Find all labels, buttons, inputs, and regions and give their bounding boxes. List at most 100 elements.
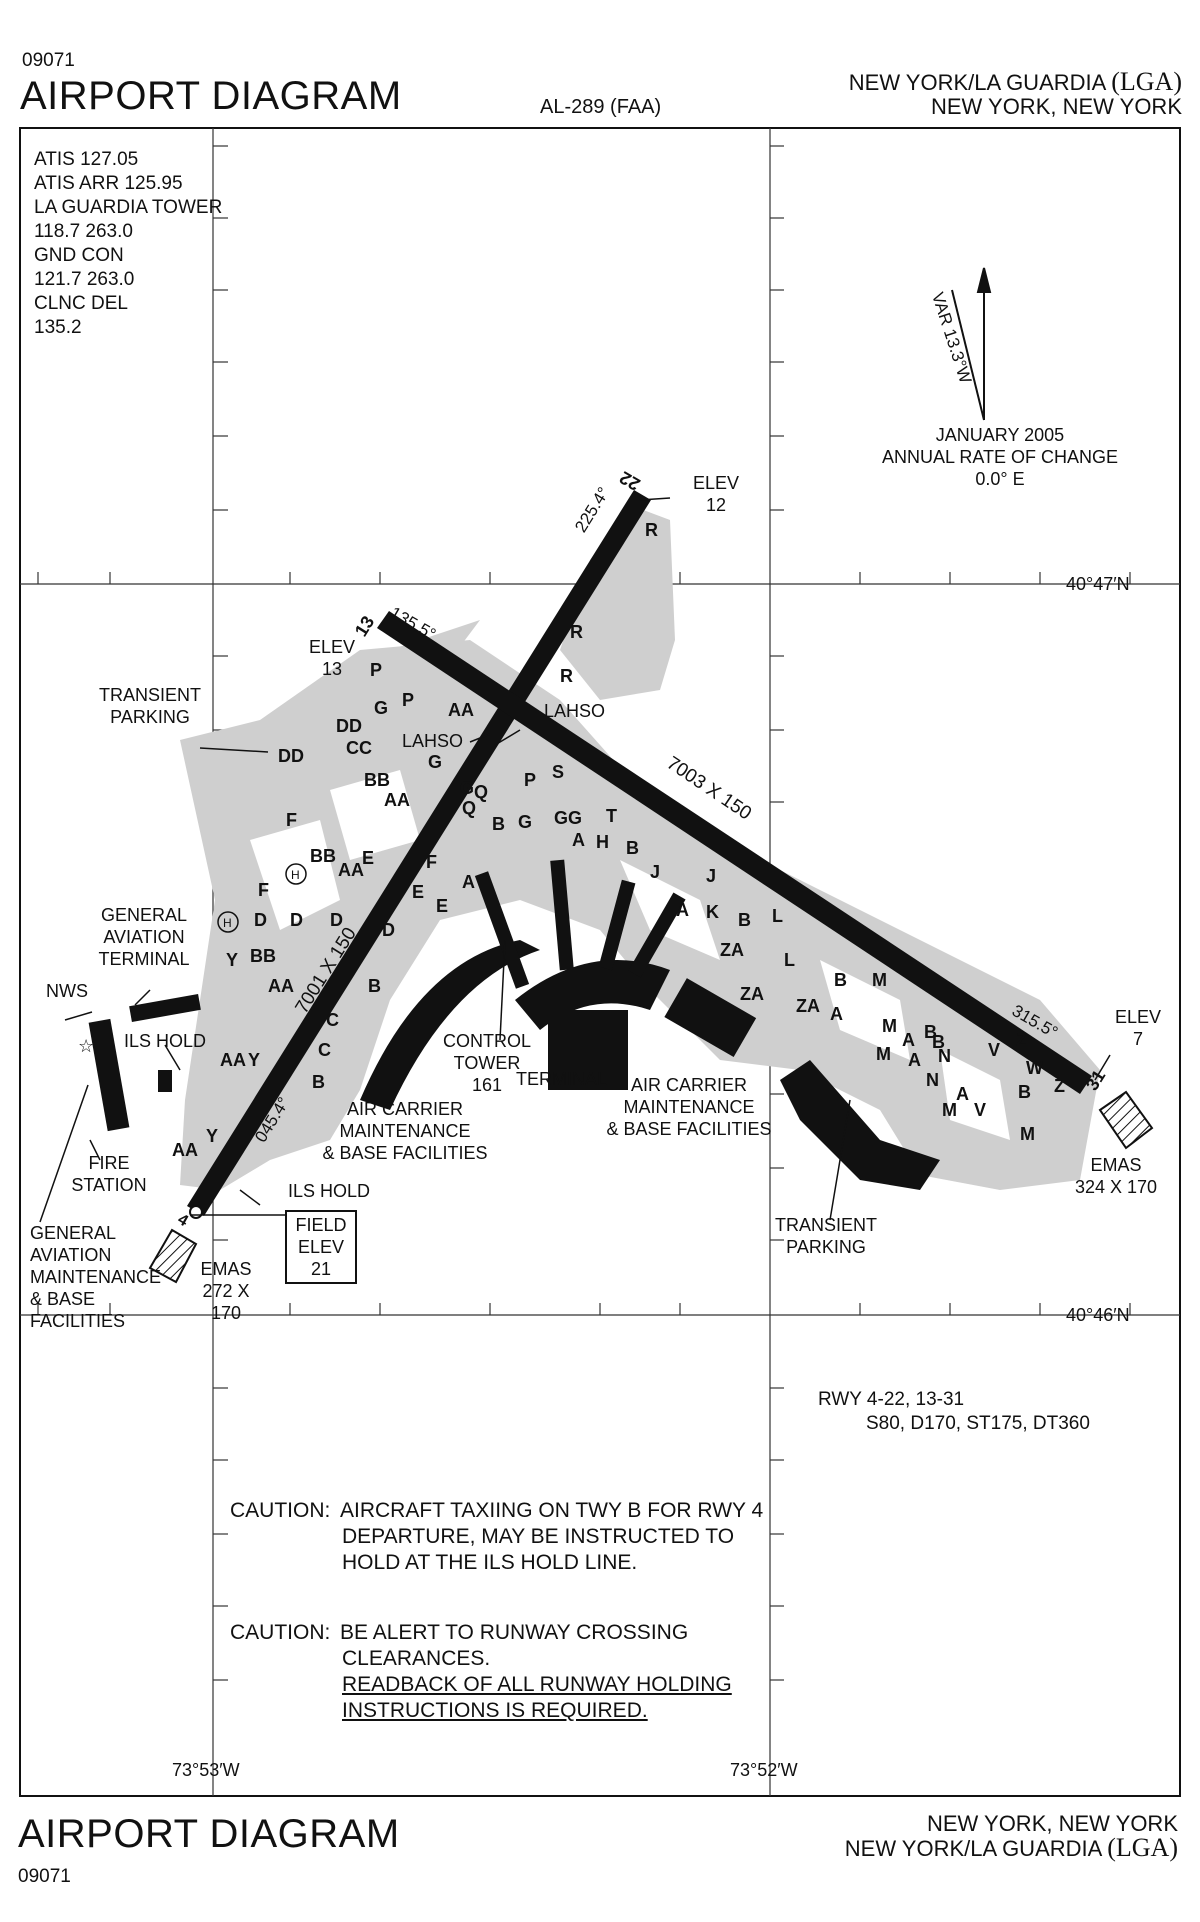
footer-city: NEW YORK, NEW YORK [926,1811,1178,1836]
runway-strength-info: RWY 4-22, 13-31 S80, D170, ST175, DT360 [818,1388,1090,1436]
airport-name: NEW YORK/LA GUARDIA [848,70,1106,95]
taxiway-label: W [1026,1058,1043,1078]
taxiway-label: G [428,752,443,772]
taxiway-label: D [330,910,343,930]
taxiway-label: G [374,698,389,718]
taxiway-label: Y [206,1126,219,1146]
runway-4-22 [187,490,651,1216]
label-line: GENERAL [100,905,188,925]
north-arrow [951,267,992,421]
taxiway-label: M [872,970,887,990]
label-line: 324 X 170 [1074,1177,1158,1197]
taxiway-label: Z [1016,1030,1027,1050]
taxiway-label: M [942,1100,957,1120]
heliport-icon [217,911,239,933]
taxiway-label: DD [278,746,304,766]
lahso-label: LAHSO [402,731,464,751]
taxiway-label: P [524,770,537,790]
taxiway-label: C [326,1010,339,1030]
general-aviation-terminal: GENERAL AVIATION TERMINAL [84,904,204,970]
label-line: TERMINAL [98,949,190,969]
taxiway-label: A [908,1050,921,1070]
label-line: MAINTENANCE [339,1121,471,1141]
label-line: STATION [71,1175,147,1195]
nws-label: NWS [46,981,88,1001]
frequency-line: 121.7 263.0 [34,269,135,290]
taxiway-label: K [706,902,719,922]
chart-frame [19,127,1181,1797]
elev-label: ELEV [1114,1007,1162,1027]
caution-line: BE ALERT TO RUNWAY CROSSING [340,1621,689,1644]
taxiway-label: J [650,862,661,882]
taxiway-label: F [258,880,269,900]
elev-value: 12 [705,495,727,515]
taxiway-label: Z [1054,1076,1065,1096]
frequency-line: LA GUARDIA TOWER [34,197,223,218]
frequency-line: GND CON [34,245,124,266]
taxiway-label: CC [346,738,372,758]
ils-hold-label: ILS HOLD [124,1031,207,1051]
label-line: & BASE [30,1289,96,1309]
taxiway-label: B [492,814,505,834]
heliport-icon [285,863,307,885]
caution-heading: CAUTION: [230,1499,331,1522]
taxiway-label: D [254,910,267,930]
runway-4-threshold [189,1205,203,1219]
label-line: 21 [310,1259,332,1279]
emas-rwy-4 [148,1228,198,1284]
elev-value: 7 [1132,1029,1143,1049]
label-line: TRANSIENT [98,685,201,705]
label-line: GENERAL [30,1223,117,1243]
taxiway-label: E [412,882,425,902]
taxiway-label: F [426,852,437,872]
terminal-building [548,1010,628,1090]
taxiway-label: AA [172,1140,198,1160]
label-line: & BASE FACILITIES [322,1143,488,1163]
chart-id: AL-289 (FAA) [540,96,662,118]
runway-13-31 [377,611,1092,1094]
label-line: & BASE FACILITIES [606,1119,772,1139]
taxiway-label: B [834,970,847,990]
emas-rwy-31-label: EMAS 324 X 170 [1066,1154,1166,1198]
pier-3 [598,879,636,971]
label-line: FIELD [295,1215,347,1235]
mag-date: JANUARY 2005 [935,425,1065,445]
taxiway-label: B [368,976,381,996]
taxiway-label: AA [448,700,474,720]
taxiway-label: GG [554,808,583,828]
elev-rwy-13: ELEV 13 [296,636,368,680]
heliport-icons [217,863,307,933]
label-line: AVIATION [30,1245,112,1265]
taxiway-label: Y [248,1050,261,1070]
frequency-line: CLNC DEL [34,293,128,314]
taxiway-label: R [560,666,573,686]
taxiway-label: L [772,906,783,926]
ga-terminal-building [129,994,201,1022]
taxiway-label: Q [462,798,477,818]
taxiway-label: BB [250,946,276,966]
caution-block-1: CAUTION:AIRCRAFT TAXIING ON TWY B FOR RW… [230,1498,763,1576]
label-line: CONTROL [442,1031,531,1051]
taxiway-label: G [518,812,533,832]
label-line: 272 X 170 [202,1281,250,1323]
label-line: EMAS [1090,1155,1142,1175]
page-title: AIRPORT DIAGRAM [20,74,402,118]
buildings [88,859,940,1190]
label-line: AVIATION [103,927,185,947]
beacon-icon: ☆ [78,1036,94,1056]
svg-text:H: H [223,916,232,930]
taxiway-label: AA [384,790,410,810]
taxiway-label: E [436,896,449,916]
elev-rwy-22: ELEV 12 [676,472,756,516]
transient-hangar [780,1060,940,1190]
city-name: NEW YORK, NEW YORK [930,94,1182,119]
taxiway-label: ZA [740,984,764,1004]
emas-rwy-4-label: EMAS 272 X 170 [186,1258,266,1324]
caution-line: DEPARTURE, MAY BE INSTRUCTED TO [342,1525,735,1548]
ga-maintenance-label: GENERAL AVIATION MAINTENANCE & BASE FACI… [30,1222,161,1332]
airport-code: (LGA) [1111,67,1182,96]
mag-rate: 0.0° E [975,469,1025,489]
taxiway-label: N [938,1046,951,1066]
taxiway-label: A [462,872,475,892]
